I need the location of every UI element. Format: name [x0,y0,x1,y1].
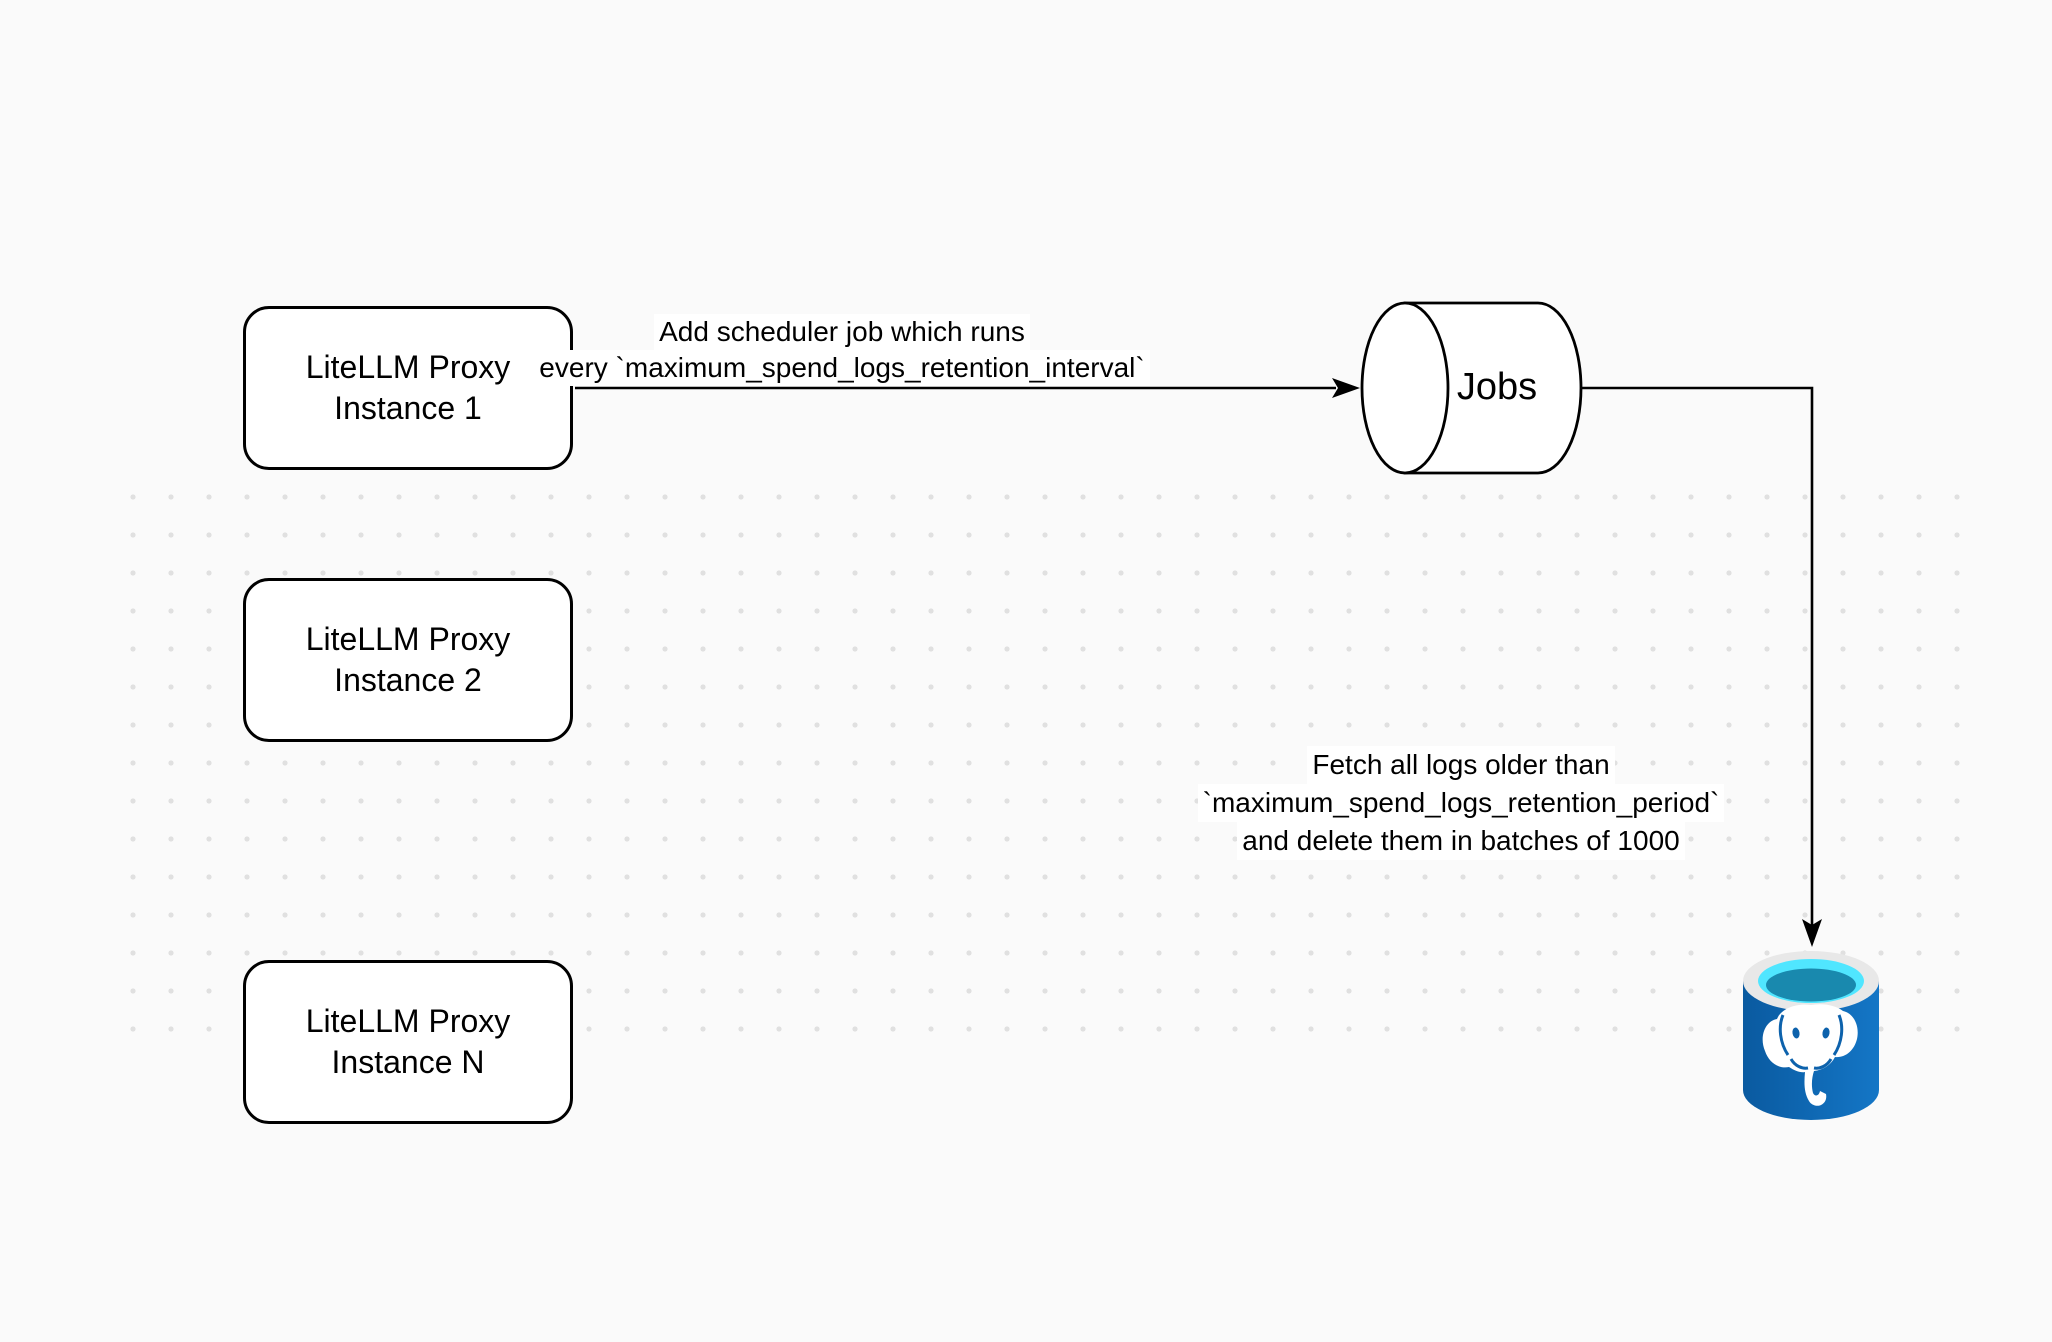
edge-fetch-arrow [1581,386,1822,947]
elephant-right-tusk-line [1813,1058,1833,1070]
edge-label-line: Fetch all logs older than [1307,746,1615,784]
node-litellm-proxy-instance-n: LiteLLM Proxy Instance N [243,960,573,1124]
elephant-left-tusk-line [1789,1058,1809,1070]
node-label-line: LiteLLM Proxy [305,621,511,657]
jobs-cylinder-body [1403,301,1583,475]
elephant-left-eye [1792,1027,1800,1039]
edge-label-line: `maximum_spend_logs_retention_period` [1197,784,1725,822]
node-label-line: LiteLLM Proxy [305,349,511,385]
node-label-line: Instance 1 [334,390,482,426]
edge-label-line: every `maximum_spend_logs_retention_inte… [534,350,1150,386]
edge-label-line: Add scheduler job which runs [654,314,1030,350]
node-label-line: LiteLLM Proxy [305,1003,511,1039]
elephant-left-ear-line [1778,1014,1790,1056]
edge-label-scheduler: Add scheduler job which runs every `maxi… [512,314,1172,386]
arrowhead-into-database [1802,919,1822,947]
node-litellm-proxy-instance-1: LiteLLM Proxy Instance 1 [243,306,573,470]
elephant-silhouette [1762,1004,1858,1106]
postgresql-database-icon [1743,951,1879,1120]
edge-label-fetch-delete: Fetch all logs older than `maximum_spend… [1121,746,1801,860]
postgres-elephant [1762,1004,1858,1106]
edge-scheduler-arrow [575,378,1360,398]
jobs-queue-label: Jobs [1456,366,1538,408]
db-opening-shadow [1766,968,1856,1002]
jobs-queue-shape [1360,301,1583,475]
edge-fetch-line [1581,386,1814,936]
node-label-line: Instance N [331,1044,485,1080]
edge-label-line: and delete them in batches of 1000 [1237,822,1685,860]
elephant-right-eye [1822,1027,1830,1039]
jobs-cylinder-cap [1360,301,1450,475]
node-label-line: Instance 2 [334,662,482,698]
elephant-right-ear-line [1832,1014,1844,1056]
node-litellm-proxy-instance-2: LiteLLM Proxy Instance 2 [243,578,573,742]
arrowhead-into-jobs [1332,378,1360,398]
